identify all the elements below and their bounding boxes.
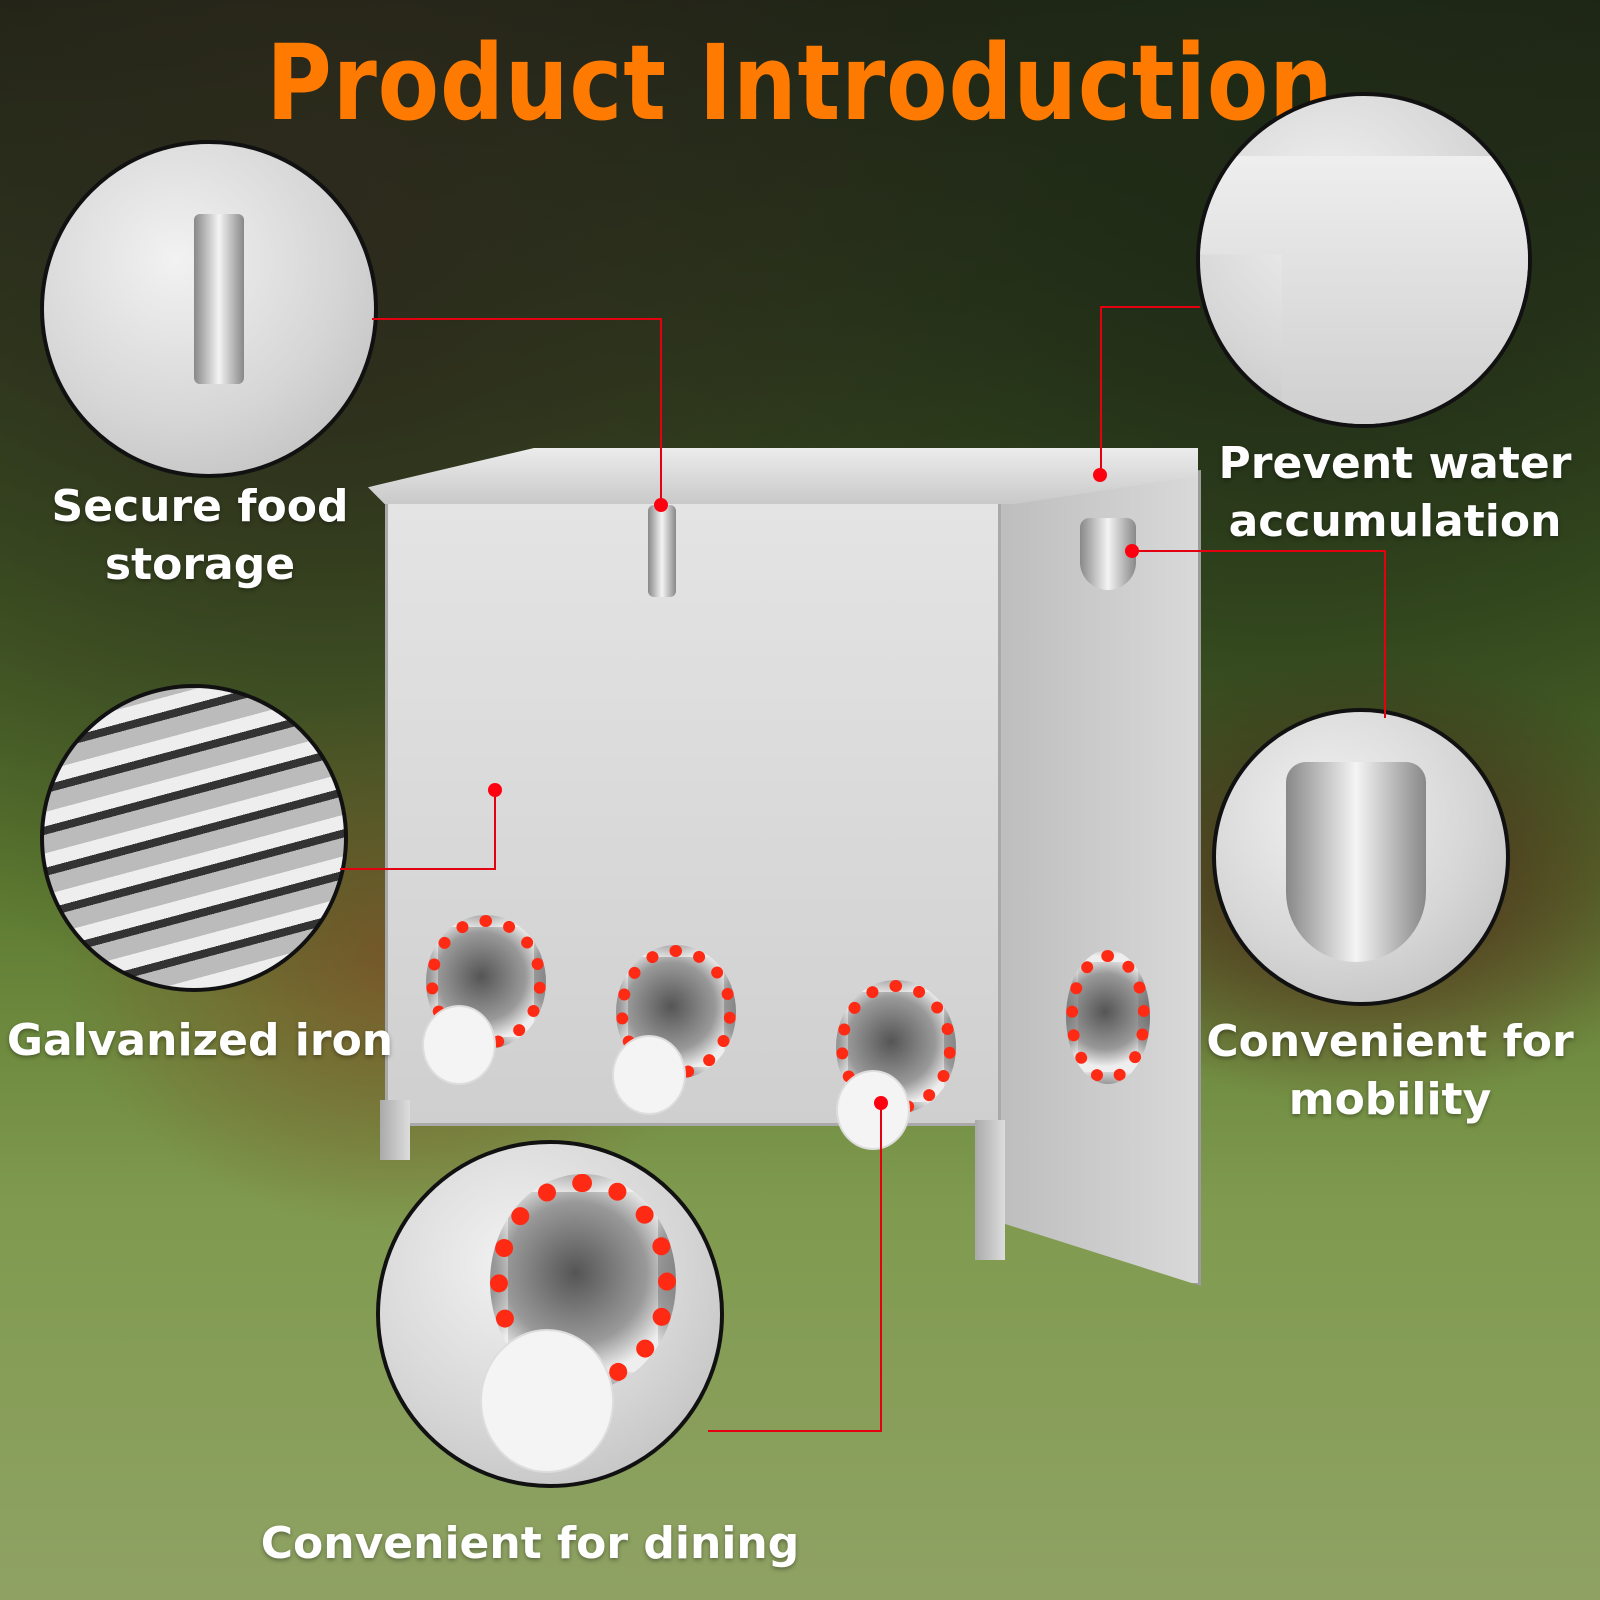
detail-circle-lid-edge: [1196, 92, 1532, 428]
handle-closeup-icon: [1286, 762, 1426, 962]
feature-label-line2: accumulation: [1228, 496, 1562, 547]
feeding-port-flap-1: [422, 1005, 496, 1085]
callout-line-handle: [1132, 550, 1386, 552]
feeder-side-panel: [995, 470, 1201, 1286]
feature-label-line1: Convenient for: [1206, 1016, 1574, 1067]
feature-label-line2: storage: [104, 539, 296, 590]
feeder-leg-left: [380, 1100, 410, 1160]
feature-label-secure-food-storage: Secure food storage: [30, 478, 370, 594]
feature-label-prevent-water-accumulation: Prevent water accumulation: [1200, 435, 1590, 551]
feature-label-galvanized-iron: Galvanized iron: [0, 1012, 400, 1070]
feature-label-line1: Secure food: [51, 481, 349, 532]
callout-line-lid: [1100, 306, 1200, 308]
callout-dot-latch: [654, 498, 668, 512]
lid-edge-closeup-icon: [1200, 156, 1528, 424]
callout-line-metal-v: [494, 790, 496, 870]
latch-closeup-icon: [194, 214, 244, 384]
callout-line-latch-v: [660, 318, 662, 504]
detail-circle-metal-sheet: [40, 684, 348, 992]
callout-line-latch: [372, 318, 662, 320]
detail-circle-feeding-port: [376, 1140, 724, 1488]
callout-dot-port: [874, 1096, 888, 1110]
feature-label-line2: mobility: [1288, 1074, 1492, 1125]
callout-dot-metal: [488, 783, 502, 797]
detail-circle-handle: [1212, 708, 1510, 1006]
callout-line-port-v: [880, 1103, 882, 1432]
detail-circle-latch: [40, 140, 378, 478]
flap-closeup-icon: [480, 1329, 614, 1473]
callout-line-metal: [340, 868, 496, 870]
feature-label-line1: Prevent water: [1218, 438, 1572, 489]
feeder-lid: [368, 448, 1198, 504]
callout-line-port: [708, 1430, 882, 1432]
page-title: Product Introduction: [266, 22, 1334, 144]
callout-line-lid-v: [1100, 306, 1102, 476]
callout-line-handle-v: [1384, 550, 1386, 718]
feature-label-convenient-for-dining: Convenient for dining: [250, 1515, 810, 1573]
callout-dot-lid: [1093, 468, 1107, 482]
feeding-port-flap-3: [836, 1070, 910, 1150]
feeding-port-4: [1066, 950, 1150, 1084]
callout-dot-handle: [1125, 544, 1139, 558]
feature-label-convenient-for-mobility: Convenient for mobility: [1195, 1013, 1585, 1129]
feeder-leg-right: [975, 1120, 1005, 1260]
feeding-port-flap-2: [612, 1035, 686, 1115]
lid-latch-icon: [648, 505, 676, 597]
feature-label-line1: Convenient for dining: [260, 1518, 800, 1569]
feature-label-line1: Galvanized iron: [6, 1015, 394, 1066]
